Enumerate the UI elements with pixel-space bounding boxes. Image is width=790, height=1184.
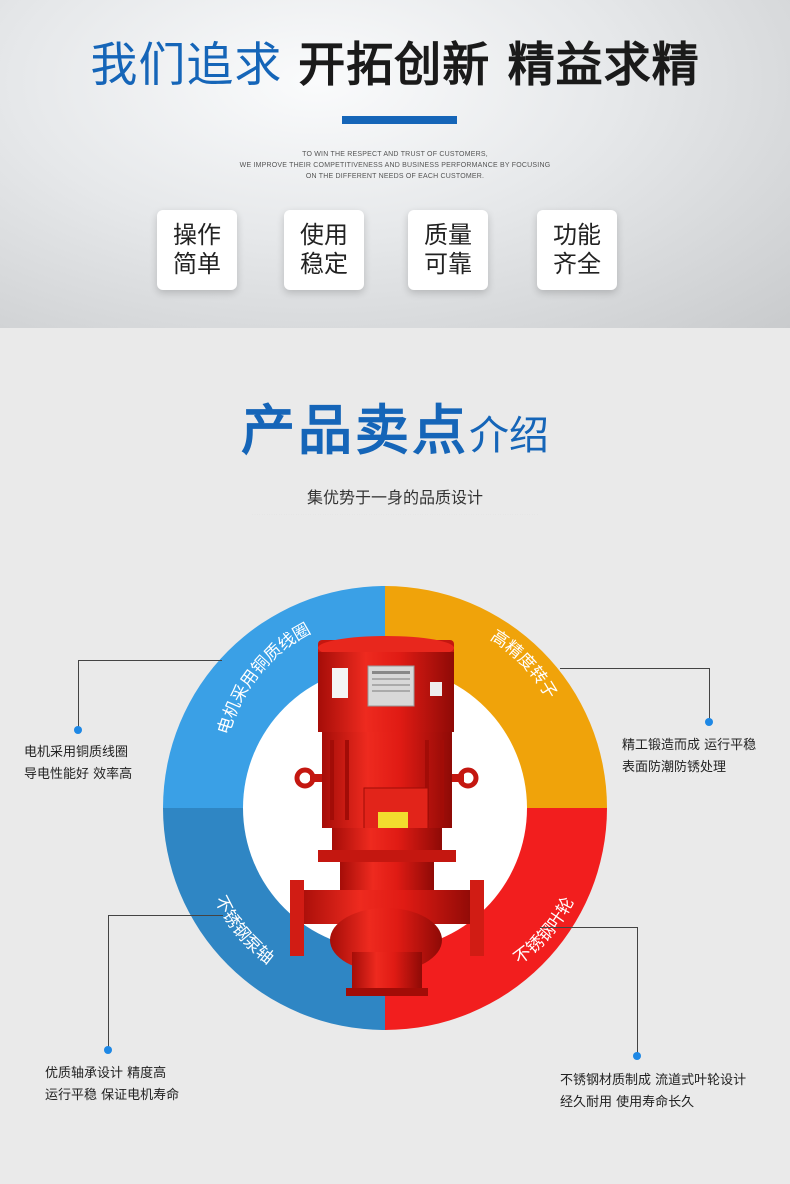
connector-line xyxy=(637,927,638,1055)
connector-line xyxy=(108,915,109,1049)
banner-title-part1: 我们追求 xyxy=(90,38,283,93)
banner-subtitle-line: ON THE DIFFERENT NEEDS OF EACH CUSTOMER. xyxy=(305,173,485,180)
connector-dot xyxy=(633,1052,641,1060)
feature-card: 功能齐全 xyxy=(537,210,617,290)
connector-dot xyxy=(74,726,82,734)
connector-line xyxy=(709,668,710,720)
banner-subtitle-line: TO WIN THE RESPECT AND TRUST OF CUSTOMER… xyxy=(302,151,488,158)
connector-line xyxy=(540,927,638,928)
callout-line: 精工锻造而成 运行平稳 xyxy=(622,738,757,753)
banner-title-part2: 开拓创新 精益求精 xyxy=(298,38,700,93)
callout-line: 优质轴承设计 精度高 xyxy=(45,1066,167,1081)
callout-line: 导电性能好 效率高 xyxy=(24,767,133,782)
feature-card: 质量可靠 xyxy=(408,210,488,290)
top-banner: 我们追求 开拓创新 精益求精 TO WIN THE RESPECT AND TR… xyxy=(0,0,790,328)
feature-label: 功能齐全 xyxy=(553,221,601,278)
banner-subtitle: TO WIN THE RESPECT AND TRUST OF CUSTOMER… xyxy=(0,149,790,182)
feature-ring: 电机采用铜质线圈 高精度转子 不锈钢泵轴 不锈钢叶轮 xyxy=(163,586,607,1030)
connector-dot xyxy=(705,718,713,726)
callout-line: 不锈钢材质制成 流道式叶轮设计 xyxy=(560,1073,747,1088)
feature-label: 使用稳定 xyxy=(300,221,348,278)
callout-line: 经久耐用 使用寿命长久 xyxy=(560,1095,695,1110)
section-subtitle: 集优势于一身的品质设计 xyxy=(306,488,483,507)
section-title-suffix: 介绍 xyxy=(469,413,549,459)
callout-line: 电机采用铜质线圈 xyxy=(24,745,129,760)
banner-subtitle-line: WE IMPROVE THEIR COMPETITIVENESS AND BUS… xyxy=(239,162,551,169)
pump-illustration xyxy=(290,636,484,996)
callout-shaft: 优质轴承设计 精度高 运行平稳 保证电机寿命 xyxy=(45,1063,179,1107)
feature-diagram: 电机采用铜质线圈 高精度转子 不锈钢泵轴 不锈钢叶轮 xyxy=(0,540,790,1060)
feature-label: 操作简单 xyxy=(173,221,221,278)
callout-impeller: 不锈钢材质制成 流道式叶轮设计 经久耐用 使用寿命长久 xyxy=(560,1070,746,1114)
connector-line xyxy=(78,660,79,728)
feature-card: 使用稳定 xyxy=(284,210,364,290)
section-title-main: 产品卖点 xyxy=(241,399,469,462)
callout-rotor: 精工锻造而成 运行平稳 表面防潮防锈处理 xyxy=(622,735,756,779)
banner-title: 我们追求 开拓创新 精益求精 xyxy=(0,36,790,96)
connector-line xyxy=(78,660,222,661)
callout-line: 表面防潮防锈处理 xyxy=(622,760,727,775)
connector-line xyxy=(108,915,223,916)
callout-motor: 电机采用铜质线圈 导电性能好 效率高 xyxy=(24,742,132,786)
feature-label: 质量可靠 xyxy=(424,221,472,278)
feature-card: 操作简单 xyxy=(157,210,237,290)
connector-line xyxy=(560,668,710,669)
callout-line: 运行平稳 保证电机寿命 xyxy=(45,1088,180,1103)
title-underline xyxy=(342,116,457,124)
section-title: 产品卖点介绍 xyxy=(0,396,790,471)
decorative-fine-print: · · · · · · · · · · · · · · · · · · · · … xyxy=(252,512,538,516)
connector-dot xyxy=(104,1046,112,1054)
